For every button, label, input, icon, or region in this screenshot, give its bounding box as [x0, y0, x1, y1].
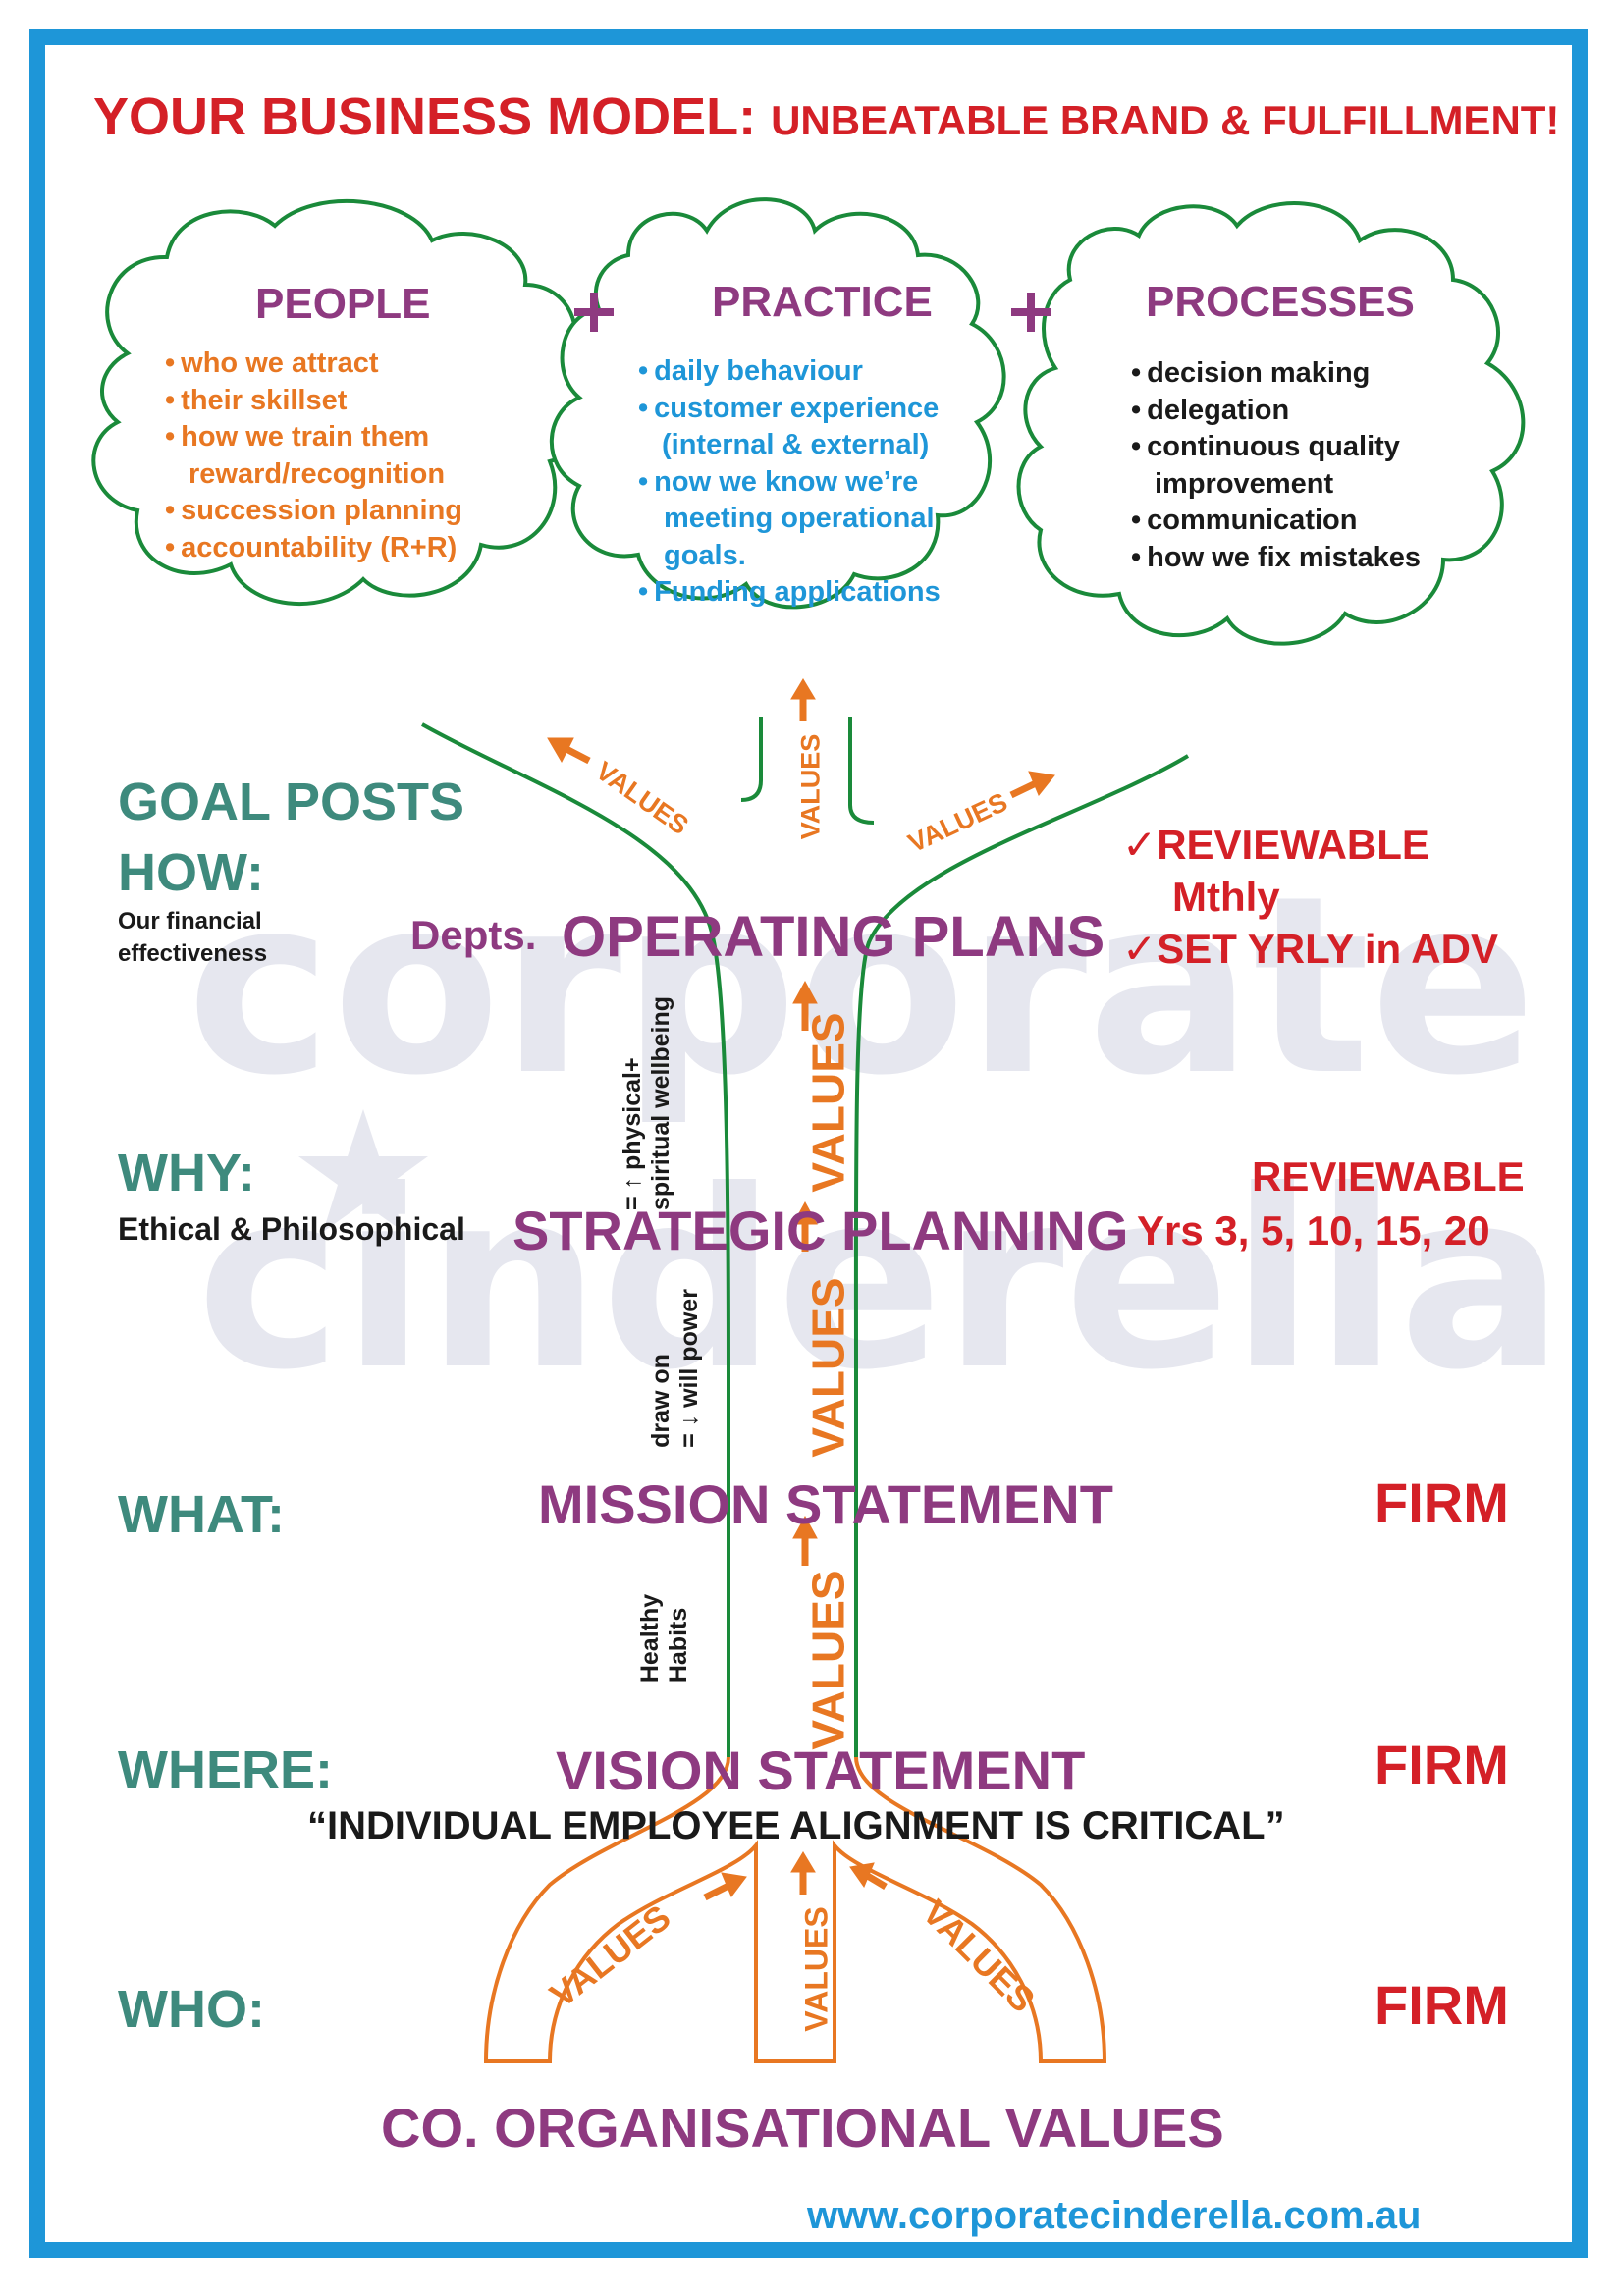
who-label: WHO:: [118, 1980, 265, 2039]
values-label-branch-middle: VALUES: [795, 733, 826, 840]
values-label-root-middle: VALUES: [798, 1906, 835, 2032]
who-right: FIRM: [1374, 1974, 1509, 2036]
list-item: goals.: [664, 539, 746, 571]
list-item: •accountability (R+R): [165, 531, 458, 563]
cloud-people: [91, 199, 588, 607]
branch-inner-right: [848, 717, 875, 825]
values-label-trunk-2: VALUES: [802, 1277, 854, 1458]
how-label: HOW:: [118, 843, 264, 902]
cloud-processes: [1016, 201, 1526, 646]
healthy-habits-note: Healthy Habits: [636, 1593, 693, 1683]
alignment-quote: “INDIVIDUAL EMPLOYEE ALIGNMENT IS CRITIC…: [307, 1804, 1285, 1847]
processes-list: •decision making •delegation •continuous…: [1131, 355, 1421, 576]
check-icon: ✓: [1122, 822, 1158, 868]
mission-statement-title: MISSION STATEMENT: [538, 1473, 1113, 1535]
how-note: Our financial effectiveness: [118, 908, 268, 967]
list-item: •Funding applications: [638, 576, 941, 608]
branch-inner-left: [740, 717, 763, 802]
wellbeing-note: = ↑ physical+ spiritual wellbeing: [619, 995, 675, 1211]
list-item: •communication: [1131, 505, 1358, 536]
why-note: Ethical & Philosophical: [118, 1211, 465, 1247]
trunk-right-line: [853, 754, 1190, 1757]
processes-heading: PROCESSES: [1146, 278, 1415, 326]
trunk-left-line: [421, 722, 730, 1757]
list-item: •decision making: [1131, 357, 1371, 389]
list-item: •daily behaviour: [638, 355, 863, 387]
values-label-trunk-1: VALUES: [802, 1012, 854, 1193]
list-item: •how we train them: [165, 421, 430, 453]
list-item: improvement: [1155, 467, 1334, 500]
list-item: •who we attract: [165, 347, 379, 379]
why-right-2: Yrs 3, 5, 10, 15, 20: [1137, 1207, 1490, 1254]
strategic-planning-title: STRATEGIC PLANNING: [512, 1200, 1129, 1261]
list-item: (internal & external): [662, 429, 930, 460]
what-label: WHAT:: [118, 1485, 285, 1544]
root-arch-left: [483, 1756, 1107, 2063]
people-heading: PEOPLE: [255, 280, 431, 328]
list-item: •succession planning: [165, 495, 462, 526]
organisational-values-title: CO. ORGANISATIONAL VALUES: [381, 2097, 1224, 2159]
list-item: meeting operational: [664, 503, 935, 534]
how-right-2: Mthly: [1172, 874, 1280, 920]
why-label: WHY:: [118, 1144, 255, 1202]
list-item: •customer experience: [638, 392, 940, 424]
list-item: •delegation: [1131, 394, 1290, 426]
how-right-1: ✓REVIEWABLE: [1122, 822, 1429, 868]
watermark-line-2: cinderella: [196, 1138, 1565, 1423]
practice-heading: PRACTICE: [712, 278, 933, 326]
title-main: YOUR BUSINESS MODEL:: [93, 87, 757, 146]
list-item: •continuous quality: [1131, 431, 1400, 462]
where-label: WHERE:: [118, 1740, 333, 1799]
list-item: •how we fix mistakes: [1131, 541, 1421, 573]
values-label-trunk-3: VALUES: [802, 1570, 854, 1750]
list-item: •their skillset: [165, 384, 348, 416]
willpower-note: draw on = ↓ will power: [646, 1289, 703, 1448]
website-link[interactable]: www.corporatecinderella.com.au: [807, 2194, 1422, 2237]
how-right-3: ✓SET YRLY in ADV: [1122, 926, 1498, 972]
people-list: •who we attract •their skillset •how we …: [165, 346, 462, 566]
operating-plans-prefix: Depts.: [410, 912, 537, 958]
list-item: reward/recognition: [189, 457, 446, 490]
goal-posts-heading: GOAL POSTS: [118, 773, 465, 831]
why-right-1: REVIEWABLE: [1252, 1153, 1525, 1200]
check-icon: ✓: [1122, 926, 1158, 972]
vision-statement-title: VISION STATEMENT: [556, 1739, 1086, 1801]
practice-list: •daily behaviour •customer experience (i…: [638, 353, 941, 612]
where-right: FIRM: [1374, 1734, 1509, 1795]
cloud-practice: [549, 197, 1006, 610]
operating-plans-title: OPERATING PLANS: [562, 905, 1105, 969]
what-right: FIRM: [1374, 1471, 1509, 1533]
title-sub: UNBEATABLE BRAND & FULFILLMENT!: [771, 97, 1560, 143]
page-title: YOUR BUSINESS MODEL: UNBEATABLE BRAND & …: [93, 90, 1559, 143]
list-item: •now we know we’re: [638, 465, 919, 498]
